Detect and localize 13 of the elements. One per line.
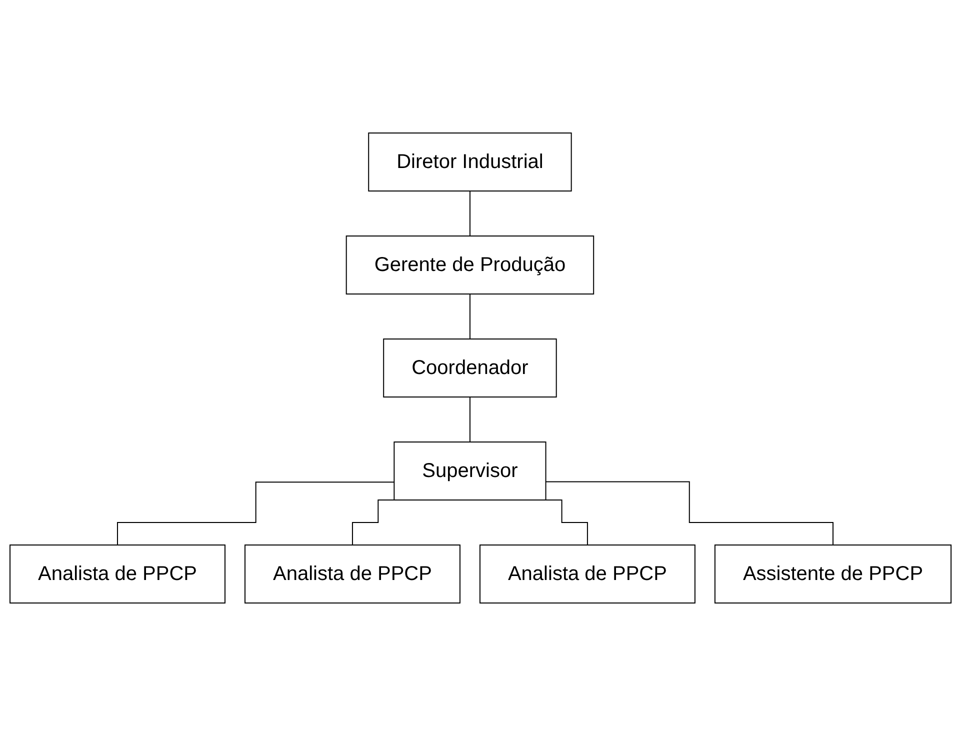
- node-box: Coordenador: [384, 338, 558, 398]
- node-box: Analista de PPCP: [480, 544, 696, 604]
- node-box: Analista de PPCP: [244, 544, 461, 604]
- node-box: Gerente de Produção: [346, 236, 595, 294]
- connector: [546, 481, 834, 546]
- node-box: Analista de PPCP: [10, 544, 226, 604]
- connector: [470, 190, 471, 236]
- node-box: Diretor Industrial: [368, 132, 572, 192]
- connector: [470, 396, 471, 442]
- node-box: Supervisor: [394, 442, 547, 500]
- connector: [470, 294, 471, 340]
- connector: [117, 482, 396, 546]
- node-box: Assistente de PPCP: [714, 544, 952, 604]
